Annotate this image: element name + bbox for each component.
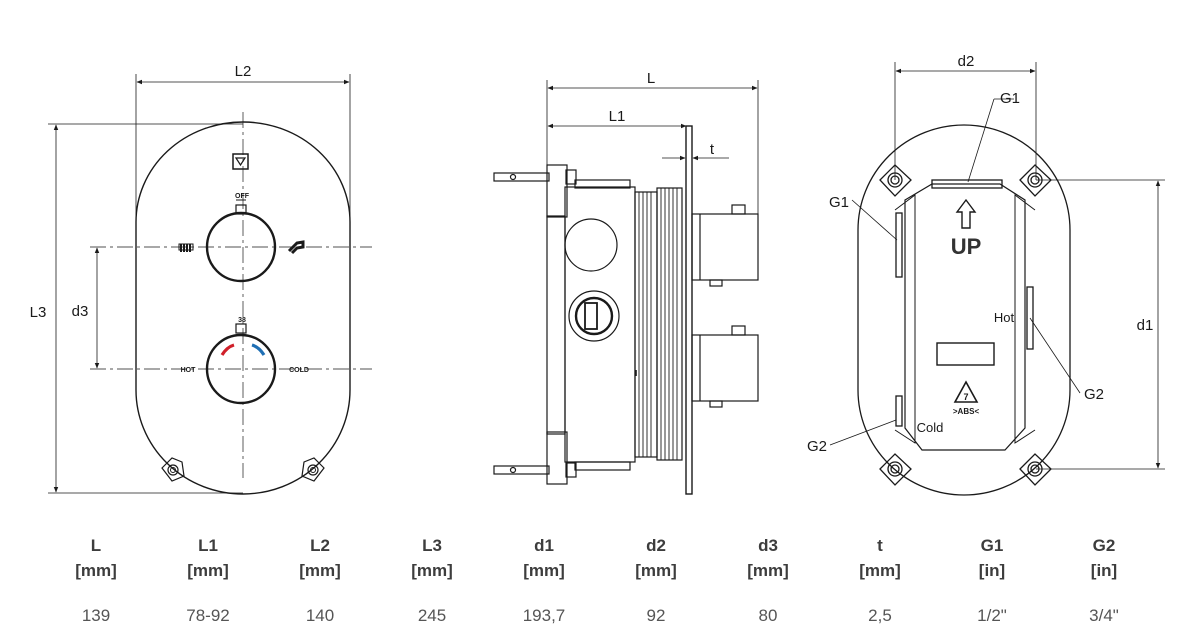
- head-shower-icon: [287, 240, 305, 255]
- spec-unit: [mm]: [859, 561, 901, 580]
- side-view: [493, 80, 759, 495]
- spec-label: G2: [1092, 536, 1116, 555]
- spec-value: 3/4": [1089, 606, 1119, 625]
- diverter-icon: [232, 153, 249, 170]
- dim-label-t: t: [710, 141, 715, 158]
- back-hole-bottom-right: [1019, 453, 1052, 486]
- side-top-rod: [493, 169, 577, 185]
- spec-value: 245: [417, 606, 447, 625]
- spec-column: G2 [in] 3/4": [1048, 533, 1160, 626]
- hot-label: HOT: [181, 367, 197, 374]
- spec-value: 1/2": [977, 606, 1007, 625]
- hot-text: Hot: [994, 310, 1015, 325]
- mounting-plate: [685, 125, 693, 495]
- g1-top-label: G1: [1000, 90, 1020, 107]
- spec-value: 193,7: [522, 606, 566, 625]
- side-bottom-rod: [493, 462, 577, 478]
- spec-unit: [mm]: [747, 561, 789, 580]
- hand-shower-icon: [178, 243, 194, 252]
- abs-text: >ABS<: [953, 407, 980, 416]
- spec-label: d3: [758, 536, 778, 555]
- back-view-labels: d2 d1 G1 G1 G2 G2 UP Hot Cold 7 >ABS<: [807, 53, 1153, 455]
- spec-unit: [mm]: [411, 561, 453, 580]
- spec-value: 78-92: [186, 606, 230, 625]
- spec-label: d1: [534, 536, 554, 555]
- spec-value: 140: [305, 606, 335, 625]
- dim-label-l3: L3: [30, 304, 47, 321]
- spec-label: d2: [646, 536, 666, 555]
- spec-label: t: [877, 536, 883, 555]
- cold-marker: [251, 343, 266, 356]
- spec-unit: [mm]: [299, 561, 341, 580]
- spec-column: d3 [mm] 80: [712, 533, 824, 626]
- spec-unit: [mm]: [635, 561, 677, 580]
- front-view: [48, 74, 372, 495]
- spec-column: L3 [mm] 245: [376, 533, 488, 626]
- spec-column: L2 [mm] 140: [264, 533, 376, 626]
- hot-marker: [220, 343, 235, 356]
- side-port-upper: [564, 218, 618, 272]
- off-label: OFF: [235, 193, 250, 200]
- back-hole-bottom-left: [879, 453, 912, 486]
- mixer-body: [564, 186, 636, 463]
- spec-value: 139: [81, 606, 111, 625]
- back-hole-top-right: [1019, 164, 1052, 197]
- spec-unit: [in]: [978, 561, 1006, 580]
- spec-column: L [mm] 139: [40, 533, 152, 626]
- thermostat-knob: [205, 333, 277, 405]
- spec-unit: [mm]: [187, 561, 229, 580]
- up-arrow-icon: [955, 198, 977, 229]
- dim-label-l2: L2: [235, 63, 252, 80]
- back-hole-top-left: [879, 164, 912, 197]
- side-view-labels: L L1 t: [609, 70, 715, 158]
- g1-left-label: G1: [829, 194, 849, 211]
- front-left-lug: [161, 457, 185, 482]
- spec-column: t [mm] 2,5: [824, 533, 936, 626]
- spec-label: G1: [980, 536, 1004, 555]
- recycle-number: 7: [963, 392, 968, 402]
- front-right-lug: [301, 457, 325, 482]
- back-view: [829, 62, 1165, 496]
- dim-label-d2: d2: [958, 53, 975, 70]
- spec-column: d1 [mm] 193,7: [488, 533, 600, 626]
- spec-label: L2: [310, 536, 330, 555]
- up-text: UP: [951, 234, 982, 259]
- spec-unit: [in]: [1090, 561, 1118, 580]
- g2-left-label: G2: [807, 438, 827, 455]
- cold-label: COLD: [289, 367, 309, 374]
- spec-unit: [mm]: [75, 561, 117, 580]
- dim-label-l: L: [647, 70, 655, 87]
- spec-value: 2,5: [868, 606, 892, 625]
- technical-drawing: L2 L3 d3 OFF 38 HOT COLD: [30, 53, 1165, 496]
- spec-value: 80: [758, 606, 778, 625]
- dim-label-d3: d3: [72, 303, 89, 320]
- dim-label-d1: d1: [1137, 317, 1154, 334]
- spec-unit: [mm]: [523, 561, 565, 580]
- front-cover-plate: [135, 121, 351, 495]
- side-port-lower: [574, 296, 614, 336]
- spec-table: L [mm] 139 L1 [mm] 78-92 L2 [mm] 140 L3 [mm] 245 d1 […: [40, 533, 1160, 626]
- side-lower-cartridge: [691, 325, 759, 408]
- spec-value: 92: [646, 606, 666, 625]
- back-inner-frame: [904, 183, 1026, 451]
- side-upper-cartridge: [691, 204, 759, 287]
- spec-column: L1 [mm] 78-92: [152, 533, 264, 626]
- g2-right-label: G2: [1084, 386, 1104, 403]
- spec-label: L: [90, 536, 102, 555]
- spec-label: L1: [198, 536, 218, 555]
- spec-column: d2 [mm] 92: [600, 533, 712, 626]
- spec-column: G1 [in] 1/2": [936, 533, 1048, 626]
- dim-label-l1: L1: [609, 108, 626, 125]
- upper-knob: [205, 211, 277, 283]
- front-view-labels: L2 L3 d3 OFF 38 HOT COLD: [30, 63, 309, 374]
- recycle-icon: [953, 380, 979, 403]
- temp-label-38: 38: [238, 317, 246, 324]
- cold-text: Cold: [917, 420, 944, 435]
- label-window: [936, 342, 995, 366]
- spec-label: L3: [422, 536, 442, 555]
